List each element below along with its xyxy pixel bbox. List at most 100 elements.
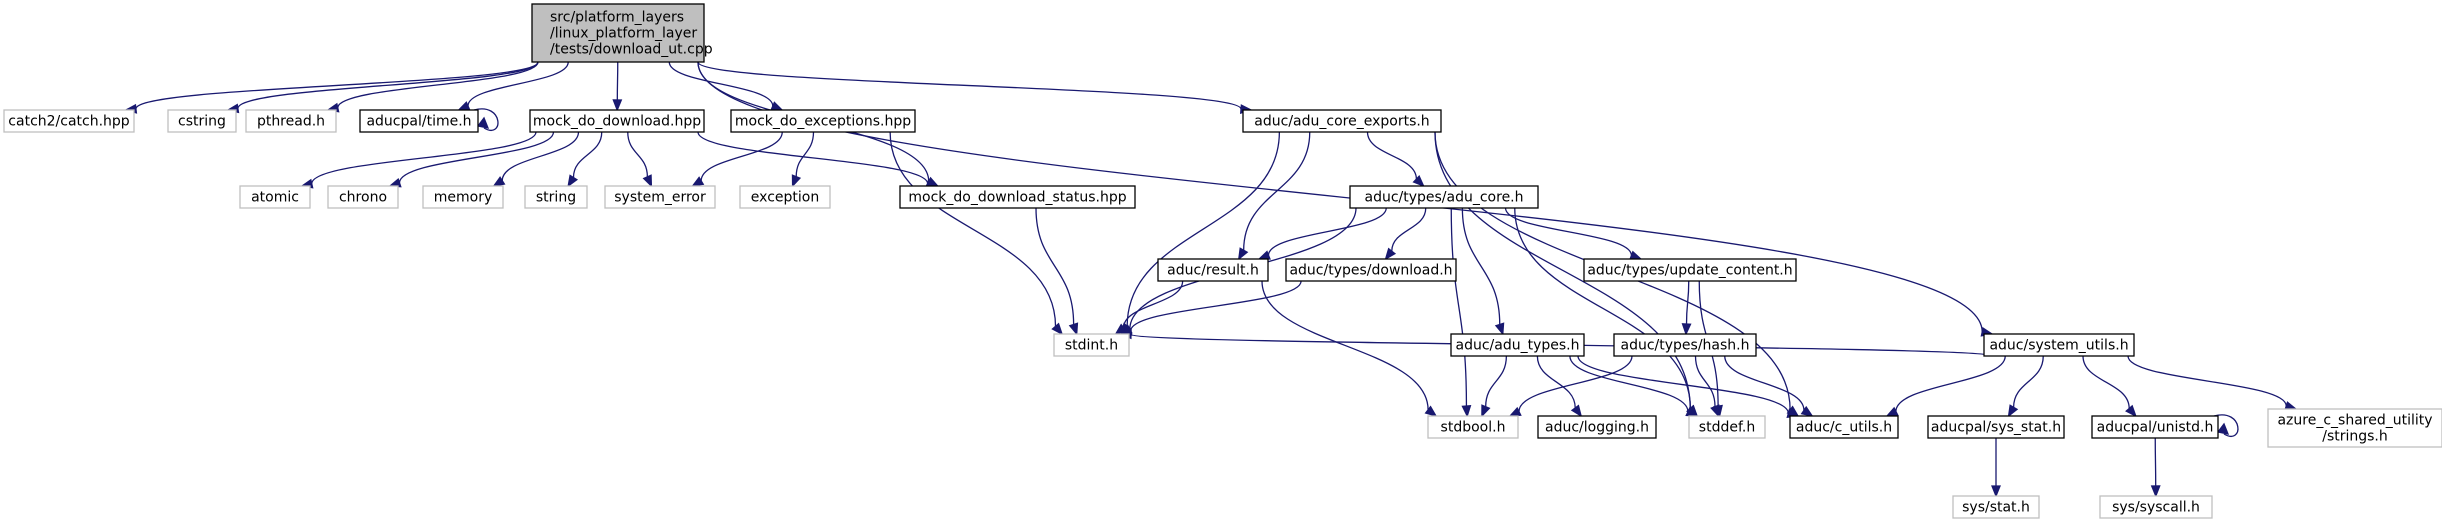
node-adu_types[interactable]: aduc/adu_types.h	[1450, 333, 1585, 357]
edge-mock_do_exceptions-to-stdint	[889, 131, 1064, 336]
edge-adu_core-to-result	[1257, 207, 1387, 260]
node-stdint[interactable]: stdint.h	[1053, 333, 1130, 357]
edge-result-to-stdbool	[1261, 280, 1438, 418]
node-label: aduc/logging.h	[1545, 420, 1649, 436]
edge-adu_types-to-logging	[1536, 355, 1583, 418]
node-box	[1952, 495, 2040, 519]
edge-adu_types-to-stddef	[1569, 355, 1699, 417]
edge-root-to-system_utils	[697, 61, 1994, 337]
node-download_h[interactable]: aduc/types/download.h	[1285, 258, 1457, 282]
node-chrono[interactable]: chrono	[327, 185, 399, 209]
node-label: string	[536, 190, 576, 206]
node-box	[2091, 415, 2219, 439]
node-system_error[interactable]: system_error	[604, 185, 716, 209]
node-unistd[interactable]: aducpal/unistd.h	[2091, 415, 2219, 439]
node-sys_stat[interactable]: aducpal/sys_stat.h	[1927, 415, 2065, 439]
node-box	[524, 185, 588, 209]
node-label: aducpal/sys_stat.h	[1931, 420, 2061, 436]
edge-sys_stat-to-sys_stat_h	[1991, 438, 2001, 498]
node-box	[167, 109, 237, 133]
node-box	[359, 109, 479, 133]
edge-adu_core_exports-to-adu_core	[1366, 131, 1425, 188]
node-box	[739, 185, 831, 209]
node-catch[interactable]: catch2/catch.hpp	[3, 109, 135, 133]
node-stdbool[interactable]: stdbool.h	[1427, 415, 1519, 439]
edge-adu_core_exports-to-result	[1237, 131, 1311, 261]
edge-adu_core-to-adu_types	[1461, 207, 1505, 336]
edge-adu_core_exports-to-stdint	[1119, 131, 1281, 336]
node-exception[interactable]: exception	[739, 185, 831, 209]
node-memory[interactable]: memory	[422, 185, 504, 209]
node-azure_strings[interactable]: azure_c_shared_utility/strings.h	[2267, 408, 2442, 448]
node-adu_core_exports[interactable]: aduc/adu_core_exports.h	[1242, 109, 1442, 133]
node-sys_stat_h[interactable]: sys/stat.h	[1952, 495, 2040, 519]
node-label: aducpal/unistd.h	[2097, 420, 2214, 436]
node-label: aduc/result.h	[1167, 263, 1259, 279]
edge-unistd-to-sys_syscall	[2150, 437, 2161, 498]
node-box	[239, 185, 311, 209]
node-box	[1583, 258, 1797, 282]
node-box	[327, 185, 399, 209]
node-c_utils[interactable]: aduc/c_utils.h	[1789, 415, 1899, 439]
node-aducpal_time[interactable]: aducpal/time.h	[359, 109, 479, 133]
node-mock_do_download[interactable]: mock_do_download.hpp	[529, 109, 705, 133]
node-label: aducpal/time.h	[366, 114, 471, 130]
node-box	[1537, 415, 1657, 439]
node-stddef[interactable]: stddef.h	[1688, 415, 1766, 439]
node-label: chrono	[339, 190, 387, 206]
edge-mock_do_exceptions-to-exception	[791, 131, 815, 188]
node-hash[interactable]: aduc/types/hash.h	[1613, 333, 1757, 357]
node-label: aduc/c_utils.h	[1796, 420, 1892, 436]
node-label: aduc/types/download.h	[1289, 263, 1452, 279]
node-box	[1349, 185, 1539, 209]
node-pthread[interactable]: pthread.h	[245, 109, 337, 133]
edge-root-to-mock_do_exceptions	[668, 61, 784, 111]
node-box	[1613, 333, 1757, 357]
edge-mock_do_download-to-memory	[492, 131, 580, 187]
node-update_content[interactable]: aduc/types/update_content.h	[1583, 258, 1797, 282]
node-label: cstring	[178, 114, 226, 130]
node-label: /tests/download_ut.cpp	[550, 42, 713, 58]
edge-root-to-catch	[124, 61, 539, 114]
edge-adu_core-to-download_h	[1384, 207, 1427, 261]
node-adu_core[interactable]: aduc/types/adu_core.h	[1349, 185, 1539, 209]
node-result[interactable]: aduc/result.h	[1157, 258, 1269, 282]
node-label: aduc/adu_core_exports.h	[1254, 114, 1429, 130]
edge-aducpal_time-to-aducpal_time	[473, 108, 499, 131]
edge-system_utils-to-azure_strings	[2127, 355, 2298, 411]
node-mock_do_download_status[interactable]: mock_do_download_status.hpp	[899, 185, 1136, 209]
node-cstring[interactable]: cstring	[167, 109, 237, 133]
node-label: aduc/adu_types.h	[1456, 338, 1580, 354]
node-label: /strings.h	[2322, 429, 2388, 445]
node-box	[1285, 258, 1457, 282]
node-box	[1157, 258, 1269, 282]
node-label: exception	[751, 190, 819, 206]
node-logging[interactable]: aduc/logging.h	[1537, 415, 1657, 439]
node-label: mock_do_exceptions.hpp	[735, 114, 911, 130]
edge-mock_do_download-to-system_error	[627, 131, 653, 188]
node-string[interactable]: string	[524, 185, 588, 209]
node-root[interactable]: src/platform_layers/linux_platform_layer…	[531, 3, 713, 63]
edge-mock_do_download-to-mock_do_download_status	[697, 131, 940, 189]
edge-hash-to-c_utils	[1724, 355, 1814, 417]
node-label: aduc/types/update_content.h	[1587, 263, 1792, 279]
edge-root-to-cstring	[226, 61, 539, 114]
edge-system_utils-to-sys_stat	[2007, 355, 2044, 418]
node-sys_syscall[interactable]: sys/syscall.h	[2099, 495, 2213, 519]
node-atomic[interactable]: atomic	[239, 185, 311, 209]
node-label: azure_c_shared_utility	[2277, 413, 2432, 429]
node-label: system_error	[614, 190, 706, 206]
edge-hash-to-stddef	[1694, 355, 1720, 418]
node-label: aduc/types/adu_core.h	[1364, 190, 1523, 206]
edge-update_content-to-hash	[1681, 280, 1692, 336]
node-box	[1927, 415, 2065, 439]
node-mock_do_exceptions[interactable]: mock_do_exceptions.hpp	[730, 109, 916, 133]
node-label: pthread.h	[257, 114, 325, 130]
node-box	[1983, 333, 2135, 357]
node-box	[245, 109, 337, 133]
node-box	[1688, 415, 1766, 439]
node-box	[2267, 408, 2442, 448]
node-system_utils[interactable]: aduc/system_utils.h	[1983, 333, 2135, 357]
node-box	[730, 109, 916, 133]
